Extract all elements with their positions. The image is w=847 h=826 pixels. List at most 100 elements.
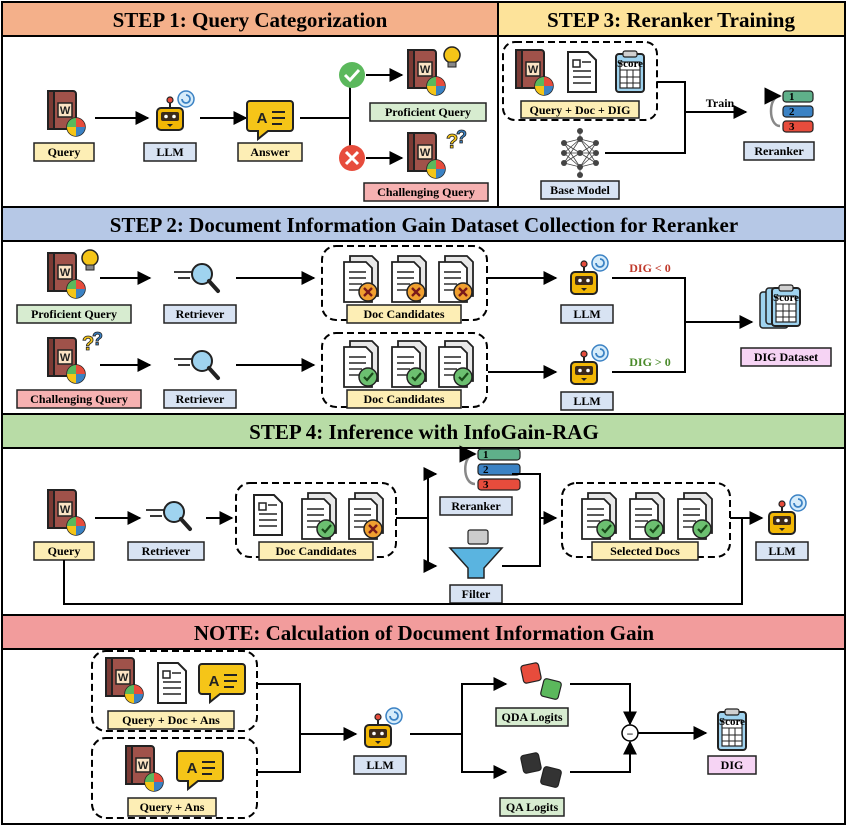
s2-doc-group-2 — [321, 332, 488, 408]
relevant-doc-icon — [392, 341, 426, 387]
check-icon — [339, 62, 365, 88]
step2-header-bg — [1, 206, 846, 242]
question-marks-icon: ? ? — [82, 329, 104, 356]
svg-text:?: ? — [92, 329, 103, 349]
book-icon — [515, 49, 554, 96]
book-icon — [47, 489, 86, 536]
step4-title: STEP 4: Inference with InfoGain-RAG — [249, 420, 599, 444]
question-marks-icon: ? ? — [446, 127, 468, 154]
document-icon — [157, 662, 187, 704]
s3-qdd-label: Query + Doc + DIG — [530, 103, 631, 117]
s4-reranker-label-box — [439, 496, 513, 516]
s1-query-label: Query — [48, 145, 81, 159]
document-icon — [567, 51, 597, 93]
s2-dataset-label-box — [740, 347, 832, 367]
irrelevant-doc-icon — [392, 256, 426, 302]
book-icon — [47, 252, 86, 299]
book-icon — [47, 337, 86, 384]
note-qda-group — [91, 650, 258, 732]
filter-icon — [448, 529, 504, 579]
answer-icon — [176, 750, 224, 790]
s3-score-label: Score — [617, 58, 643, 70]
s3-base-label: Base Model — [550, 183, 610, 197]
s4-selected-label: Selected Docs — [610, 544, 680, 558]
answer-icon — [246, 100, 294, 140]
s2-proficient-label: Proficient Query — [31, 307, 117, 321]
note-qa-logits-box — [499, 797, 565, 817]
step3-title: STEP 3: Reranker Training — [547, 8, 795, 32]
relevant-doc-icon — [344, 341, 378, 387]
svg-text:?: ? — [456, 127, 467, 147]
note-qa-label-box — [127, 797, 217, 817]
dice-icon — [520, 752, 562, 788]
svg-text:1: 1 — [789, 91, 795, 103]
relevant-doc-icon — [630, 493, 664, 539]
svg-text:2: 2 — [789, 106, 795, 118]
retriever-icon — [172, 349, 220, 380]
note-score-label: Score — [719, 716, 745, 728]
s4-retriever-label: Retriever — [142, 544, 191, 558]
s1-query-label-box — [33, 142, 95, 162]
book-icon — [125, 745, 164, 792]
document-icon — [253, 494, 283, 536]
s2-score-label: Score — [773, 292, 799, 304]
robot-icon — [570, 344, 609, 385]
relevant-doc-icon — [678, 493, 712, 539]
irrelevant-doc-icon — [344, 256, 378, 302]
s3-input-group — [502, 41, 658, 121]
book-icon — [47, 90, 86, 137]
s4-llm-label: LLM — [768, 544, 795, 558]
s4-doc-label-box — [258, 541, 374, 561]
note-qda-logits-box — [495, 707, 569, 727]
robot-icon — [364, 707, 403, 748]
retriever-icon — [172, 262, 220, 293]
retriever-icon — [144, 500, 192, 531]
dig-dataset-icon — [759, 284, 801, 329]
s2-dataset-label: DIG Dataset — [754, 350, 818, 364]
robot-icon — [768, 494, 807, 535]
note-qda-label: Query + Doc + Ans — [122, 713, 220, 727]
relevant-doc-icon — [439, 341, 473, 387]
s2-retriever-label-1: Retriever — [176, 307, 225, 321]
s3-train-label: Train — [706, 96, 735, 110]
note-llm-label-box — [353, 755, 407, 775]
book-icon — [407, 49, 446, 96]
answer-icon — [198, 663, 246, 703]
book-icon — [105, 657, 144, 704]
s2-retriever-label-box-2 — [163, 389, 237, 409]
note-header-bg — [1, 614, 846, 650]
note-qda-label-box — [107, 710, 235, 730]
lightbulb-icon — [443, 46, 461, 68]
s2-dig-pos-label: DIG > 0 — [629, 355, 671, 369]
s1-llm-label: LLM — [156, 145, 183, 159]
s3-reranker-label-box — [743, 141, 815, 161]
note-qa-logits-label: QA Logits — [506, 800, 559, 814]
relevant-doc-icon — [582, 493, 616, 539]
svg-text:?: ? — [82, 333, 94, 355]
dice-icon — [520, 662, 562, 700]
s2-doc-label-box-1 — [346, 304, 462, 324]
svg-text:2: 2 — [483, 464, 489, 476]
s2-dig-neg-label: DIG < 0 — [629, 261, 671, 275]
s4-query-label: Query — [48, 544, 81, 558]
s4-reranker-label: Reranker — [451, 499, 501, 513]
minus-sign: − — [627, 727, 634, 741]
note-dig-label-box — [707, 755, 757, 775]
s2-proficient-label-box — [16, 304, 132, 324]
s4-retriever-label-box — [127, 541, 205, 561]
s1-answer-label-box — [237, 142, 303, 162]
s2-llm-label-1: LLM — [573, 307, 600, 321]
step3-header-bg — [497, 1, 846, 37]
note-qa-group — [91, 737, 258, 819]
s1-challenging-label: Challenging Query — [377, 185, 475, 199]
neural-network-icon — [560, 127, 600, 179]
ranking-icon: 1 2 3 — [764, 87, 814, 133]
s2-doc-label-1: Doc Candidates — [363, 307, 444, 321]
irrelevant-doc-icon — [439, 256, 473, 302]
s2-doc-label-2: Doc Candidates — [363, 392, 444, 406]
book-icon — [407, 132, 446, 179]
note-qda-logits-label: QDA Logits — [501, 710, 562, 724]
s4-llm-label-box — [755, 541, 809, 561]
robot-icon — [156, 90, 195, 131]
svg-text:3: 3 — [789, 121, 795, 133]
